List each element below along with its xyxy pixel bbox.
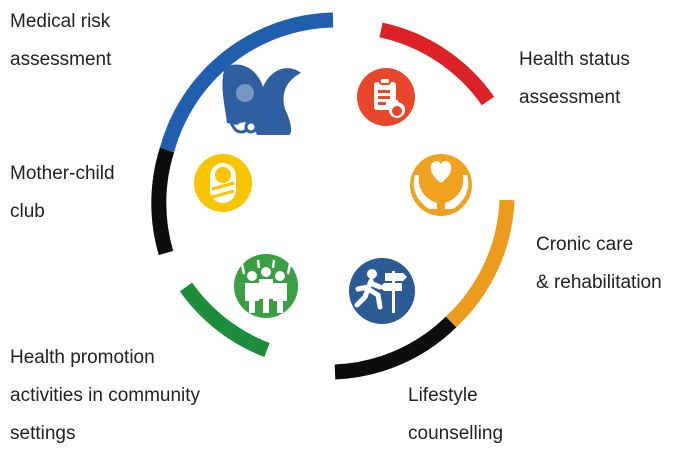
label-line: Health promotion xyxy=(10,347,155,368)
arc-lifestyle xyxy=(334,316,457,380)
care-services-diagram: Medical risk assessment Health status as… xyxy=(10,3,662,444)
label-line: assessment xyxy=(519,87,621,108)
label-health-status: Health status assessment xyxy=(519,41,630,117)
arc-cronic-care xyxy=(445,199,515,328)
label-medical-risk: Medical risk assessment xyxy=(10,3,111,79)
label-line: Health status xyxy=(519,49,630,70)
swaddled-baby-icon xyxy=(194,154,252,212)
label-health-promotion: Health promotion activities in community… xyxy=(10,339,200,453)
arc-health-status xyxy=(379,22,495,106)
label-line: settings xyxy=(10,423,76,444)
label-line: Cronic care xyxy=(536,234,634,255)
walking-signpost-icon xyxy=(349,258,415,324)
clipboard-apple-icon xyxy=(357,68,415,126)
arc-medical-risk xyxy=(159,12,334,152)
label-line: & rehabilitation xyxy=(536,272,662,293)
label-line: counselling xyxy=(408,423,504,444)
label-line: Lifestyle xyxy=(408,385,478,406)
label-line: Medical risk xyxy=(10,11,111,32)
label-line: club xyxy=(10,201,45,222)
arc-health-promotion xyxy=(179,282,270,358)
label-cronic-care: Cronic care & rehabilitation xyxy=(536,226,662,302)
label-line: Mother-child xyxy=(10,163,115,184)
family-silhouette-icon xyxy=(222,64,301,136)
label-lifestyle: Lifestyle counselling xyxy=(408,377,503,453)
label-line: assessment xyxy=(10,49,112,70)
label-line: activities in community xyxy=(10,385,201,406)
arc-mother-child xyxy=(151,147,175,256)
label-mother-child: Mother-child club xyxy=(10,155,115,231)
heart-hands-icon xyxy=(410,154,472,216)
group-activity-icon xyxy=(234,254,298,318)
service-ring xyxy=(151,12,515,380)
